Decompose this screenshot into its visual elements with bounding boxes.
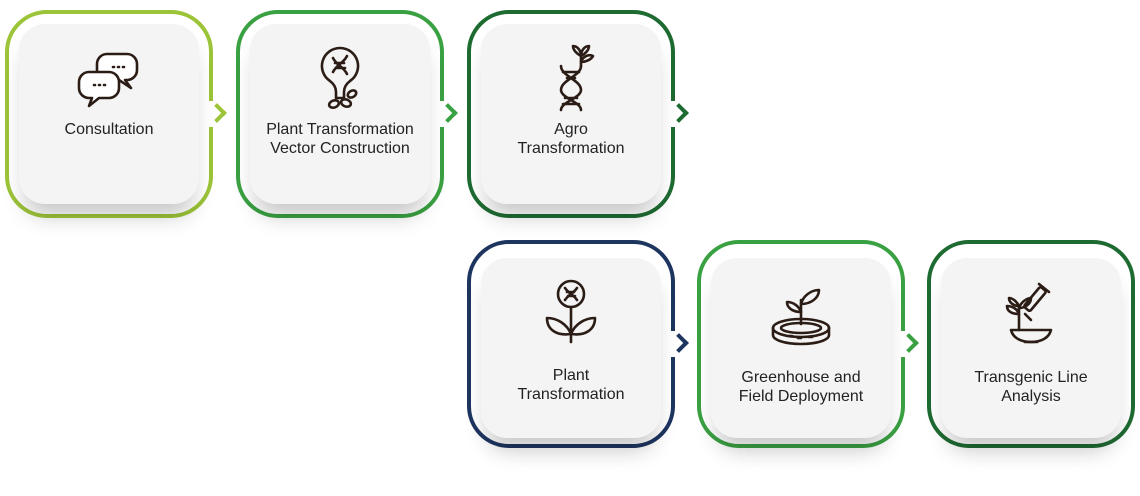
step-greenhouse-field: Greenhouse and Field Deployment — [697, 240, 919, 448]
dna-leaf-icon — [535, 42, 607, 114]
microscope-plant-icon — [995, 278, 1067, 350]
step-label: Transgenic Line Analysis — [974, 369, 1088, 405]
step-card: Transgenic Line Analysis — [941, 258, 1121, 438]
step-label: Agro Transformation — [517, 121, 625, 157]
step-transgenic-analysis: Transgenic Line Analysis — [927, 240, 1135, 448]
step-label: Plant Transformation — [517, 367, 625, 403]
dna-seed-icon — [304, 42, 376, 114]
step-card: Greenhouse and Field Deployment — [711, 258, 891, 438]
step-card: Plant Transformation Vector Construction — [250, 24, 430, 204]
step-label: Greenhouse and Field Deployment — [738, 369, 864, 405]
petri-sprout-icon — [765, 278, 837, 350]
step-plant-transformation: Plant Transformation — [467, 240, 689, 448]
step-vector-construction: Plant Transformation Vector Construction — [236, 10, 458, 218]
step-consultation: Consultation — [5, 10, 227, 218]
step-card: Plant Transformation — [481, 258, 661, 438]
step-agro-transformation: Agro Transformation — [467, 10, 689, 218]
step-card: Consultation — [19, 24, 199, 204]
dna-plant-icon — [535, 276, 607, 348]
step-label: Plant Transformation Vector Construction — [266, 121, 414, 157]
step-label: Consultation — [64, 121, 154, 138]
chat-bubbles-icon — [73, 42, 145, 114]
step-card: Agro Transformation — [481, 24, 661, 204]
